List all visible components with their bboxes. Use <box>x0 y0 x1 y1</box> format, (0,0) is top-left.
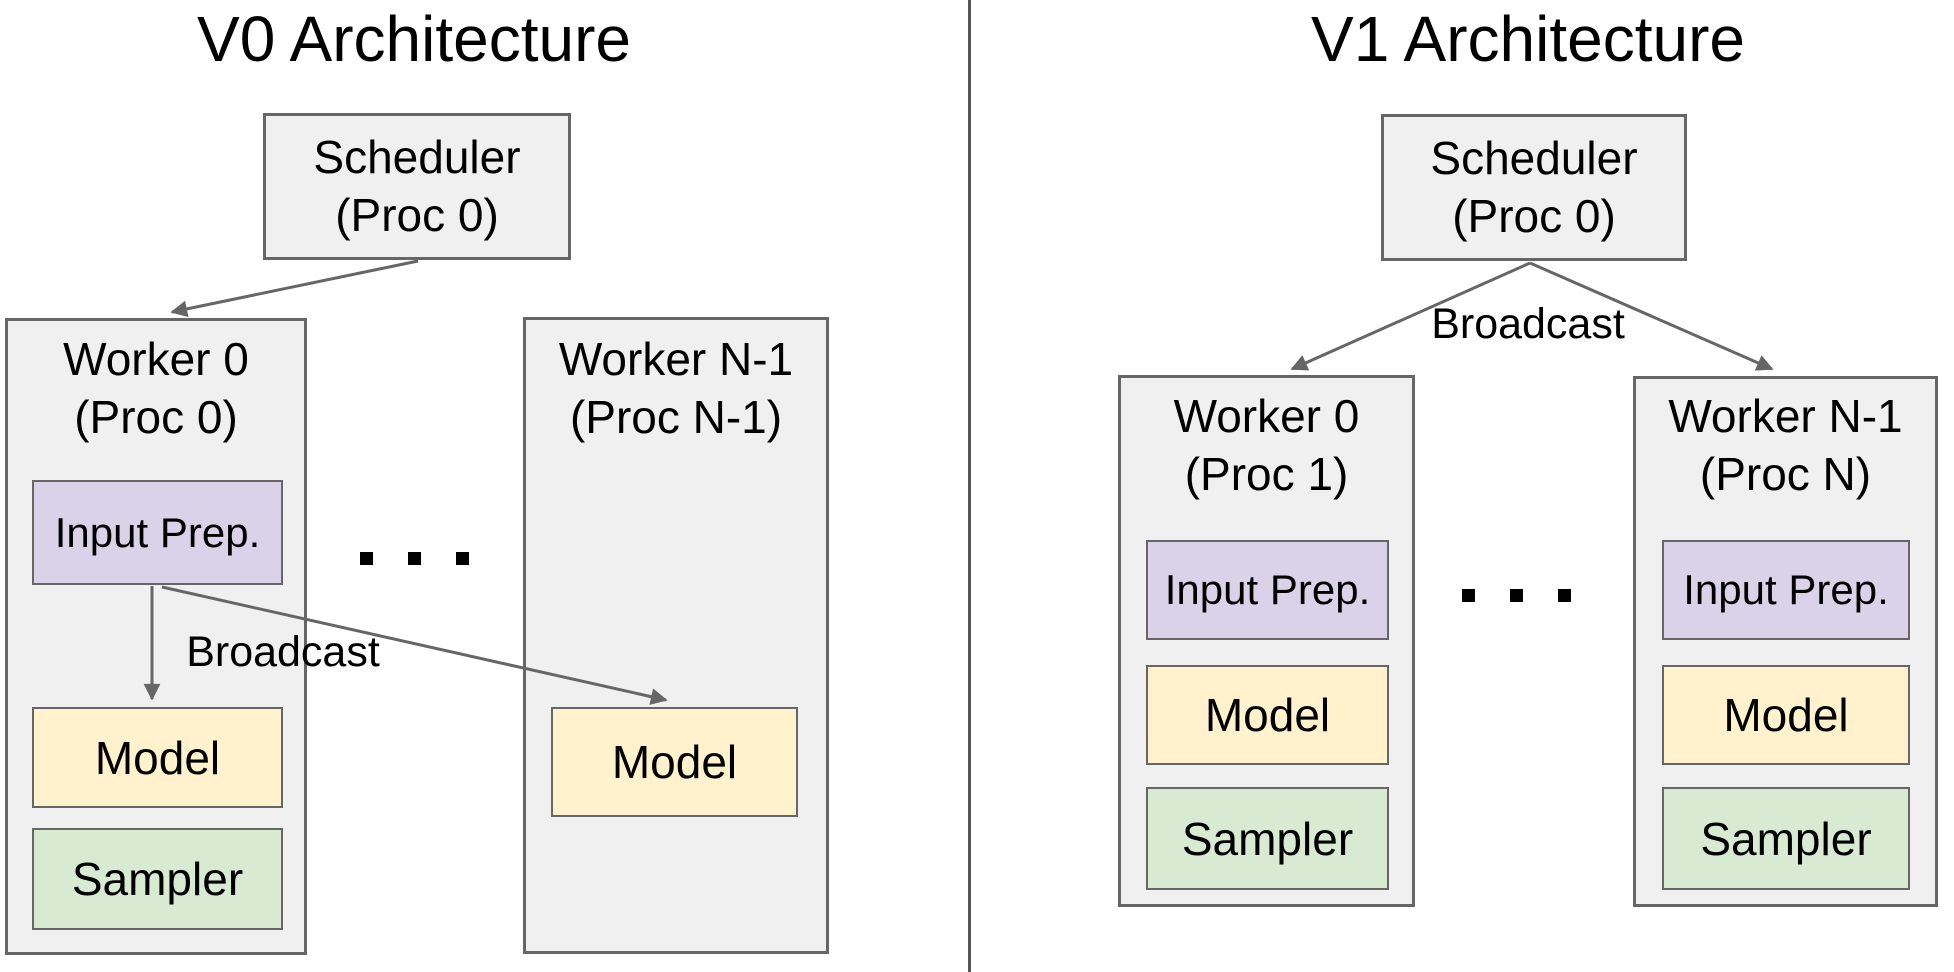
v1-workerN-sampler-box: Sampler <box>1662 787 1910 890</box>
v0-arrow-scheduler-to-worker0 <box>170 259 419 318</box>
v0-workerN-title: Worker N-1 (Proc N-1) <box>523 331 829 447</box>
v1-scheduler-label-line1: Scheduler <box>1430 131 1638 184</box>
v0-worker0-sampler-box: Sampler <box>32 828 283 930</box>
v1-worker0-model-box: Model <box>1146 665 1389 765</box>
v0-architecture-title: V0 Architecture <box>197 3 631 75</box>
section-divider <box>968 0 971 972</box>
v0-worker0-input-prep-box: Input Prep. <box>32 480 283 585</box>
v0-worker0-title-line1: Worker 0 <box>63 333 249 385</box>
v0-broadcast-label: Broadcast <box>186 628 380 676</box>
v1-worker0-input-prep-box: Input Prep. <box>1146 540 1389 640</box>
v0-scheduler-label-line2: (Proc 0) <box>335 188 499 241</box>
v0-scheduler-box: Scheduler (Proc 0) <box>263 113 571 260</box>
v1-architecture-title: V1 Architecture <box>1311 3 1745 75</box>
v0-workerN-title-line1: Worker N-1 <box>558 333 794 385</box>
v0-workerN-title-line2: (Proc N-1) <box>569 390 783 443</box>
v0-scheduler-label-line1: Scheduler <box>313 130 521 183</box>
v1-workerN-input-prep-box: Input Prep. <box>1662 540 1910 640</box>
v0-worker0-model-box: Model <box>32 707 283 808</box>
v0-worker0-title: Worker 0 (Proc 0) <box>5 331 307 447</box>
v1-ellipsis-dots <box>1462 588 1571 602</box>
v1-scheduler-box: Scheduler (Proc 0) <box>1381 114 1687 261</box>
v1-worker0-sampler-box: Sampler <box>1146 787 1389 890</box>
v1-worker0-title-line1: Worker 0 <box>1173 390 1360 442</box>
v0-workerN-model-box: Model <box>551 707 798 817</box>
v1-broadcast-label: Broadcast <box>1431 300 1625 348</box>
v1-workerN-title: Worker N-1 (Proc N) <box>1633 388 1938 504</box>
v0-ellipsis-dots <box>360 551 469 565</box>
v0-worker0-title-line2: (Proc 0) <box>74 390 238 443</box>
v1-workerN-title-line2: (Proc N) <box>1699 447 1872 500</box>
v1-worker0-title-line2: (Proc 1) <box>1184 447 1349 500</box>
v1-worker0-title: Worker 0 (Proc 1) <box>1118 388 1415 504</box>
v1-scheduler-label-line2: (Proc 0) <box>1452 189 1616 242</box>
v1-workerN-title-line1: Worker N-1 <box>1668 390 1903 442</box>
v1-workerN-model-box: Model <box>1662 665 1910 765</box>
